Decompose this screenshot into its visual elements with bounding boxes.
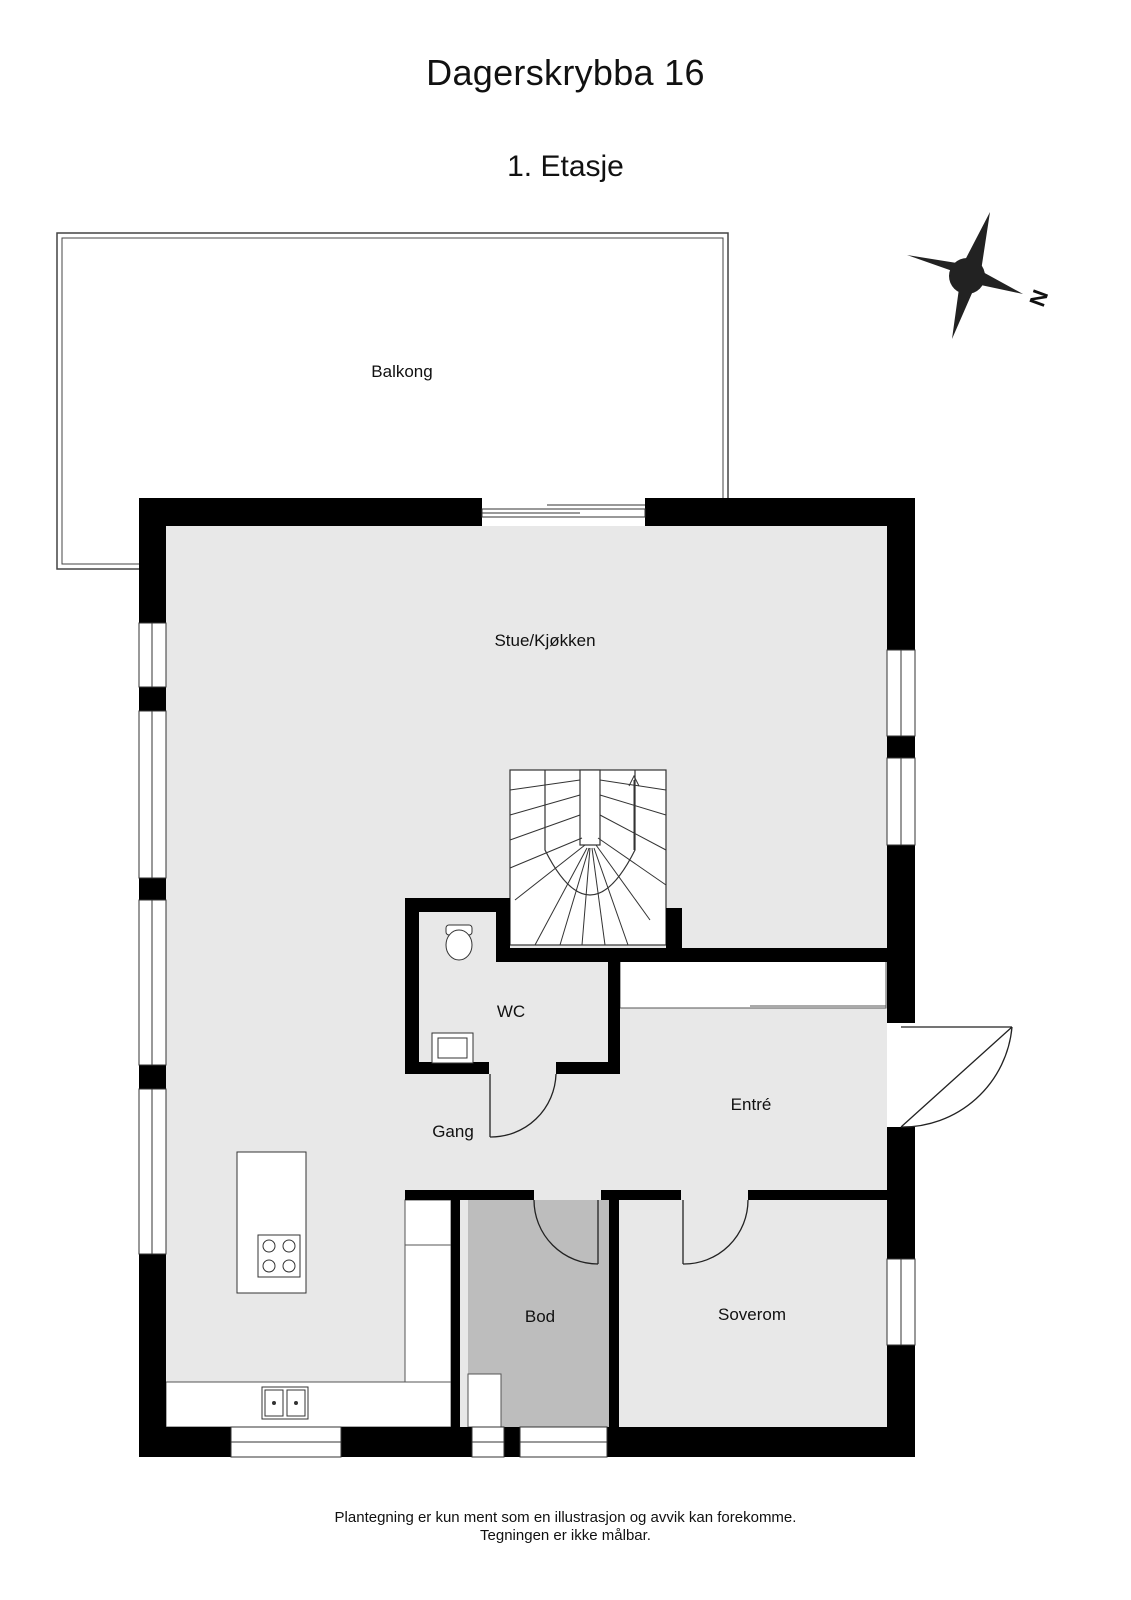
compass-north-label: N bbox=[1024, 286, 1053, 309]
room-label-living-kitchen: Stue/Kjøkken bbox=[494, 631, 595, 650]
compass-icon: N bbox=[907, 212, 1053, 339]
disclaimer: Plantegning er kun ment som en illustras… bbox=[0, 1509, 1131, 1545]
room-label-storage: Bod bbox=[525, 1307, 555, 1326]
staircase bbox=[509, 769, 667, 946]
disclaimer-line-1: Plantegning er kun ment som en illustras… bbox=[334, 1509, 797, 1526]
floor-label: 1. Etasje bbox=[507, 150, 624, 183]
room-label-bedroom: Soverom bbox=[718, 1305, 786, 1324]
room-label-entrance: Entré bbox=[731, 1095, 772, 1114]
room-label-hallway: Gang bbox=[432, 1122, 474, 1141]
fixtures bbox=[236, 924, 474, 1420]
doors bbox=[489, 1023, 1013, 1265]
windows bbox=[138, 504, 916, 1458]
page-title: Dagerskrybba 16 bbox=[426, 52, 705, 93]
room-label-balcony: Balkong bbox=[371, 362, 432, 381]
room-label-wc: WC bbox=[497, 1002, 525, 1021]
disclaimer-line-2: Tegningen er ikke målbar. bbox=[480, 1527, 651, 1544]
